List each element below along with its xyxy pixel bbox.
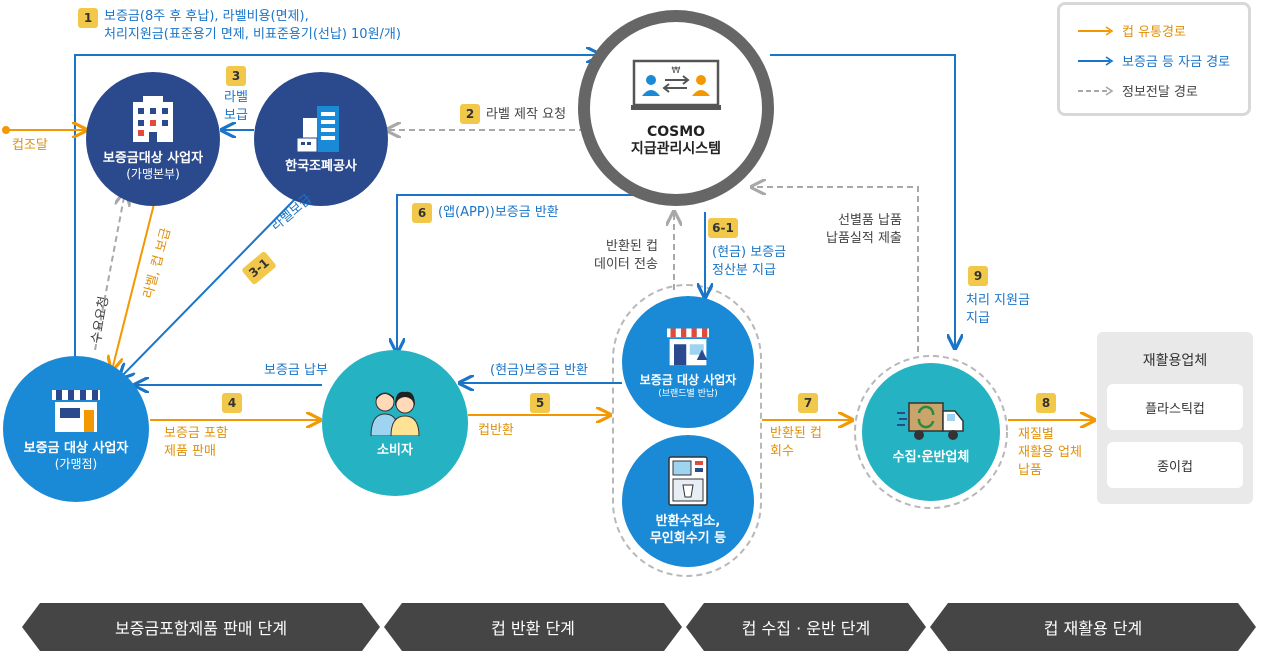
- node-consumer-label: 소비자: [377, 442, 413, 458]
- badge-step5: 5: [530, 393, 550, 413]
- truck-icon: [897, 401, 964, 440]
- node-cosmo-sub: 지급관리시스템: [630, 141, 722, 157]
- office-tower-icon: [296, 105, 339, 152]
- label-step1-line2: 처리지원금(표준용기 면제, 비표준용기(선납) 10원/개): [104, 27, 401, 42]
- vending-machine-icon: [668, 456, 708, 506]
- legend-blue-arrow-icon: [1078, 55, 1114, 66]
- badge-step4: 4: [222, 393, 242, 413]
- badge-step7: 7: [798, 393, 818, 413]
- badge-step6: 6: [412, 203, 432, 223]
- label-step7-line1: 반환된 컵: [770, 426, 822, 441]
- hauler-boundary: [854, 355, 1008, 509]
- stage-collection: 컵 수집 · 운반 단계: [686, 603, 926, 651]
- badge-step9: 9: [968, 266, 988, 286]
- recycler-box: 재활용업체 플라스틱컵 종이컵: [1097, 332, 1253, 504]
- label-returned-data-line1: 반환된 컵: [606, 239, 658, 254]
- node-hauler-label: 수집·운반업체: [892, 449, 970, 465]
- label-step6-1-line2: 정산분 지급: [712, 263, 776, 278]
- node-collection-point: 반환수집소, 무인회수기 등: [622, 435, 754, 567]
- return-group-boundary: [612, 284, 762, 577]
- node-hq: 보증금대상 사업자 (가맹본부): [86, 72, 220, 206]
- arrow-step3-1: [120, 195, 299, 378]
- node-consumer: 소비자: [322, 350, 468, 496]
- shop-icon: [667, 328, 709, 365]
- node-franchise-sub: (가맹점): [54, 457, 98, 471]
- label-step6: (앱(APP))보증금 반환: [438, 205, 559, 220]
- node-brand-store: 보증금 대상 사업자 (브랜드별 반납): [622, 296, 754, 428]
- legend-gray-arrow-icon: [1078, 85, 1114, 96]
- legend-item-fund: 보증금 등 자금 경로: [1078, 51, 1230, 70]
- badge-step8: 8: [1036, 393, 1056, 413]
- label-step8-line1: 재질별: [1018, 427, 1054, 442]
- node-hq-sub: (가맹본부): [126, 167, 180, 181]
- recycler-item-plastic: 플라스틱컵: [1107, 384, 1243, 430]
- label-step3-line1: 라벨: [224, 90, 248, 105]
- label-step6-1-line1: (현금) 보증금: [712, 245, 787, 260]
- label-cup-supply: 컵조달: [12, 138, 48, 153]
- recycler-title: 재활용업체: [1142, 353, 1208, 369]
- legend-item-info: 정보전달 경로: [1078, 81, 1198, 100]
- badge-step2: 2: [460, 104, 480, 124]
- stage-return: 컵 반환 단계: [384, 603, 682, 651]
- legend-label-info: 정보전달 경로: [1122, 85, 1198, 100]
- label-step8-line2: 재활용 업체: [1018, 445, 1082, 460]
- label-step9-line2: 지급: [966, 311, 990, 326]
- node-kcomsa-label: 한국조폐공사: [285, 158, 357, 174]
- monitor-exchange-icon: ₩: [631, 59, 721, 110]
- node-kcomsa: 한국조폐공사: [254, 72, 388, 206]
- stage-recycling: 컵 재활용 단계: [930, 603, 1256, 651]
- label-step1-line1: 보증금(8주 후 후납), 라벨비용(면제),: [104, 9, 309, 24]
- arrow-demand: [94, 192, 125, 351]
- arrow-step6: [397, 194, 635, 352]
- node-collection-point-label: 반환수집소,: [655, 514, 721, 529]
- legend-orange-arrow-icon: [1078, 25, 1114, 36]
- arrow-step1: [74, 55, 600, 360]
- recycler-item-paper: 종이컵: [1107, 442, 1243, 488]
- badge-step1: 1: [78, 8, 98, 28]
- node-collection-point-sub: 무인회수기 등: [649, 531, 727, 546]
- label-step2: 라벨 제작 요청: [486, 107, 567, 122]
- people-icon: [370, 391, 420, 436]
- label-step4-line2: 제품 판매: [164, 444, 216, 459]
- node-brand-store-sub: (브랜드별 반납): [658, 388, 718, 399]
- label-returned-data-line2: 데이터 전송: [594, 257, 658, 272]
- arrow-sorted: [752, 187, 919, 352]
- label-cash-refund: (현금)보증금 반환: [490, 363, 588, 378]
- arrow-hq-to-store: [112, 199, 156, 370]
- node-hq-label: 보증금대상 사업자: [102, 151, 204, 166]
- label-step3-line2: 보급: [224, 108, 248, 123]
- label-step4-line1: 보증금 포함: [164, 426, 228, 441]
- label-step7-line2: 회수: [770, 444, 794, 459]
- node-hauler: 수집·운반업체: [862, 363, 1000, 501]
- label-step9-line1: 처리 지원금: [966, 293, 1030, 308]
- node-cosmo-label: COSMO: [646, 124, 706, 140]
- node-brand-store-label: 보증금 대상 사업자: [639, 372, 737, 387]
- label-step5: 컵반환: [478, 423, 514, 438]
- building-icon: [133, 96, 173, 142]
- label-step8-line3: 납품: [1018, 463, 1042, 478]
- node-franchise: 보증금 대상 사업자 (가맹점): [3, 356, 149, 502]
- label-sorted-line2: 납품실적 제출: [826, 231, 902, 246]
- stage-sales: 보증금포함제품 판매 단계: [22, 603, 380, 651]
- legend-label-cup: 컵 유통경로: [1122, 25, 1186, 40]
- label-deposit-paid: 보증금 납부: [264, 363, 328, 378]
- arrow-step9: [770, 54, 955, 348]
- badge-step3: 3: [226, 66, 246, 86]
- node-franchise-label: 보증금 대상 사업자: [23, 441, 129, 456]
- label-sorted-line1: 선별품 납품: [838, 213, 902, 228]
- node-cosmo: ₩ COSMO 지급관리시스템: [578, 10, 774, 206]
- storefront-icon: [52, 390, 100, 432]
- legend-label-fund: 보증금 등 자금 경로: [1122, 55, 1231, 70]
- legend-item-cup: 컵 유통경로: [1078, 21, 1186, 40]
- legend: 컵 유통경로 보증금 등 자금 경로 정보전달 경로: [1057, 2, 1251, 116]
- badge-step6-1: 6-1: [708, 218, 738, 238]
- svg-text:₩: ₩: [672, 66, 681, 76]
